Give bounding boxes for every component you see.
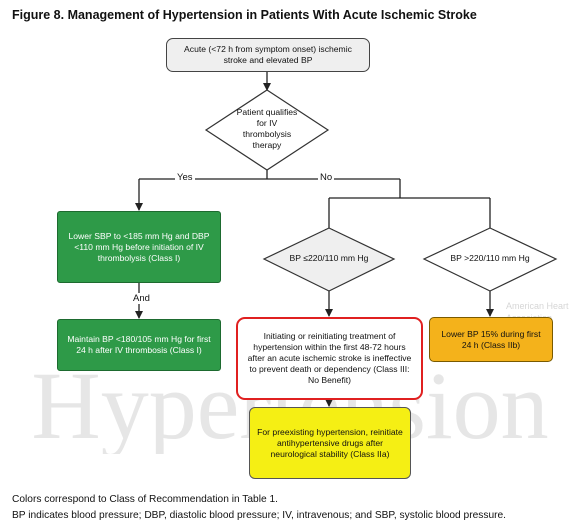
maintain-bp-text: Maintain BP <180/105 mm Hg for first 24 … [67,334,211,355]
initiating-treatment-node: Initiating or reinitiating treatment of … [236,317,423,400]
lower-sbp-node: Lower SBP to <185 mm Hg and DBP <110 mm … [57,211,221,283]
decision-diamond [204,89,330,171]
no-label: No [318,172,335,183]
footer-abbreviations: BP indicates blood pressure; DBP, diasto… [12,510,506,521]
maintain-bp-node: Maintain BP <180/105 mm Hg for first 24 … [57,319,221,371]
start-node-text: Acute (<72 h from symptom onset) ischemi… [184,44,352,65]
yes-label: Yes [175,172,195,183]
lower-sbp-text: Lower SBP to <185 mm Hg and DBP <110 mm … [68,230,210,263]
start-node: Acute (<72 h from symptom onset) ischemi… [166,38,370,72]
preexisting-hypertension-text: For preexisting hypertension, reinitiate… [257,426,403,459]
and-label: And [131,293,152,304]
footer-colors-note: Colors correspond to Class of Recommenda… [12,494,278,505]
lower-bp-15-node: Lower BP 15% during first 24 h (Class II… [429,317,553,362]
bp-high-diamond [422,227,558,292]
decision-text: Patient qualifies for IV thrombolysis th… [236,107,298,150]
bp-high-text: BP >220/110 mm Hg [450,253,530,263]
lower-bp-15-text: Lower BP 15% during first 24 h (Class II… [441,328,541,350]
bp-low-diamond [262,227,396,292]
figure-title: Figure 8. Management of Hypertension in … [12,8,477,22]
preexisting-hypertension-node: For preexisting hypertension, reinitiate… [249,407,411,479]
bp-low-text: BP ≤220/110 mm Hg [289,253,369,263]
initiating-treatment-text: Initiating or reinitiating treatment of … [247,331,412,385]
